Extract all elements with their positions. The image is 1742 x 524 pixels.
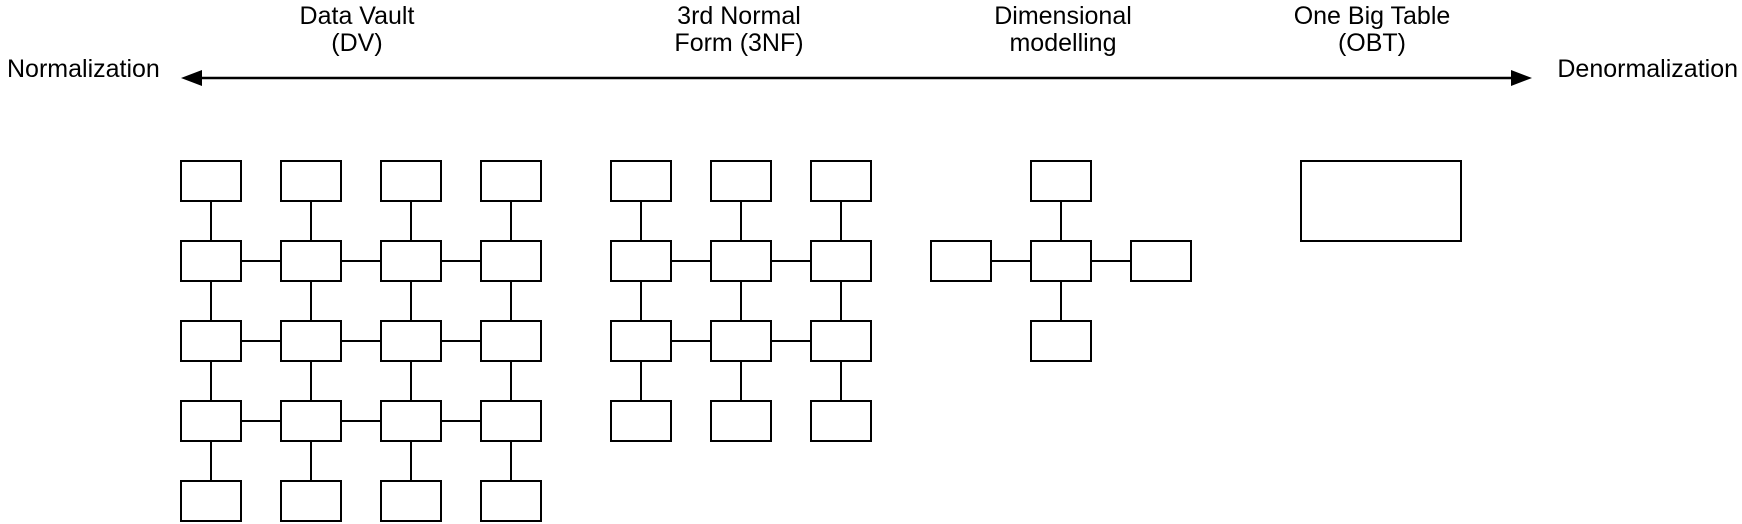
label-one-big-table: One Big Table (OBT) [1294, 3, 1451, 57]
data-vault-box [380, 160, 442, 202]
third-normal-form-box [610, 160, 672, 202]
label-line: Dimensional [994, 2, 1132, 30]
data-vault-box [180, 160, 242, 202]
label-line: (DV) [331, 29, 383, 57]
data-vault-box [480, 320, 542, 362]
third-normal-form-box [710, 160, 772, 202]
dimensional-dimension-box [930, 240, 992, 282]
third-normal-form-box [610, 400, 672, 442]
third-normal-form-box [610, 240, 672, 282]
data-vault-box [480, 480, 542, 522]
data-vault-box [380, 480, 442, 522]
data-vault-box [280, 160, 342, 202]
label-line: Form (3NF) [674, 29, 804, 57]
third-normal-form-box [610, 320, 672, 362]
data-vault-box [380, 240, 442, 282]
dimensional-fact-box [1030, 240, 1092, 282]
data-vault-box [180, 320, 242, 362]
third-normal-form-box [810, 160, 872, 202]
dimensional-dimension-box [1130, 240, 1192, 282]
denormalization-label: Denormalization [1557, 55, 1738, 83]
data-vault-box [280, 480, 342, 522]
data-vault-box [380, 400, 442, 442]
third-normal-form-box [710, 320, 772, 362]
third-normal-form-box [810, 240, 872, 282]
label-dimensional-modelling: Dimensional modelling [994, 3, 1132, 57]
data-vault-box [280, 240, 342, 282]
label-third-normal-form: 3rd Normal Form (3NF) [674, 3, 803, 57]
data-vault-box [280, 400, 342, 442]
label-line: modelling [1009, 29, 1117, 57]
data-vault-box [380, 320, 442, 362]
data-vault-box [480, 400, 542, 442]
data-vault-box [280, 320, 342, 362]
third-normal-form-box [810, 320, 872, 362]
data-vault-box [480, 160, 542, 202]
label-line: 3rd Normal [677, 2, 801, 30]
third-normal-form-box [710, 240, 772, 282]
spectrum-arrow-head-left [181, 70, 202, 86]
data-vault-box [180, 240, 242, 282]
label-line: (OBT) [1337, 29, 1407, 57]
spectrum-arrow-head-right [1511, 70, 1532, 86]
third-normal-form-box [810, 400, 872, 442]
third-normal-form-box [710, 400, 772, 442]
dimensional-dimension-box [1030, 320, 1092, 362]
label-line: One Big Table [1293, 2, 1451, 30]
data-vault-box [180, 480, 242, 522]
label-line: Data Vault [299, 2, 415, 30]
normalization-label: Normalization [7, 55, 160, 83]
data-vault-box [180, 400, 242, 442]
one-big-table-box [1300, 160, 1462, 242]
label-data-vault: Data Vault (DV) [300, 3, 415, 57]
dimensional-dimension-box [1030, 160, 1092, 202]
data-vault-box [480, 240, 542, 282]
